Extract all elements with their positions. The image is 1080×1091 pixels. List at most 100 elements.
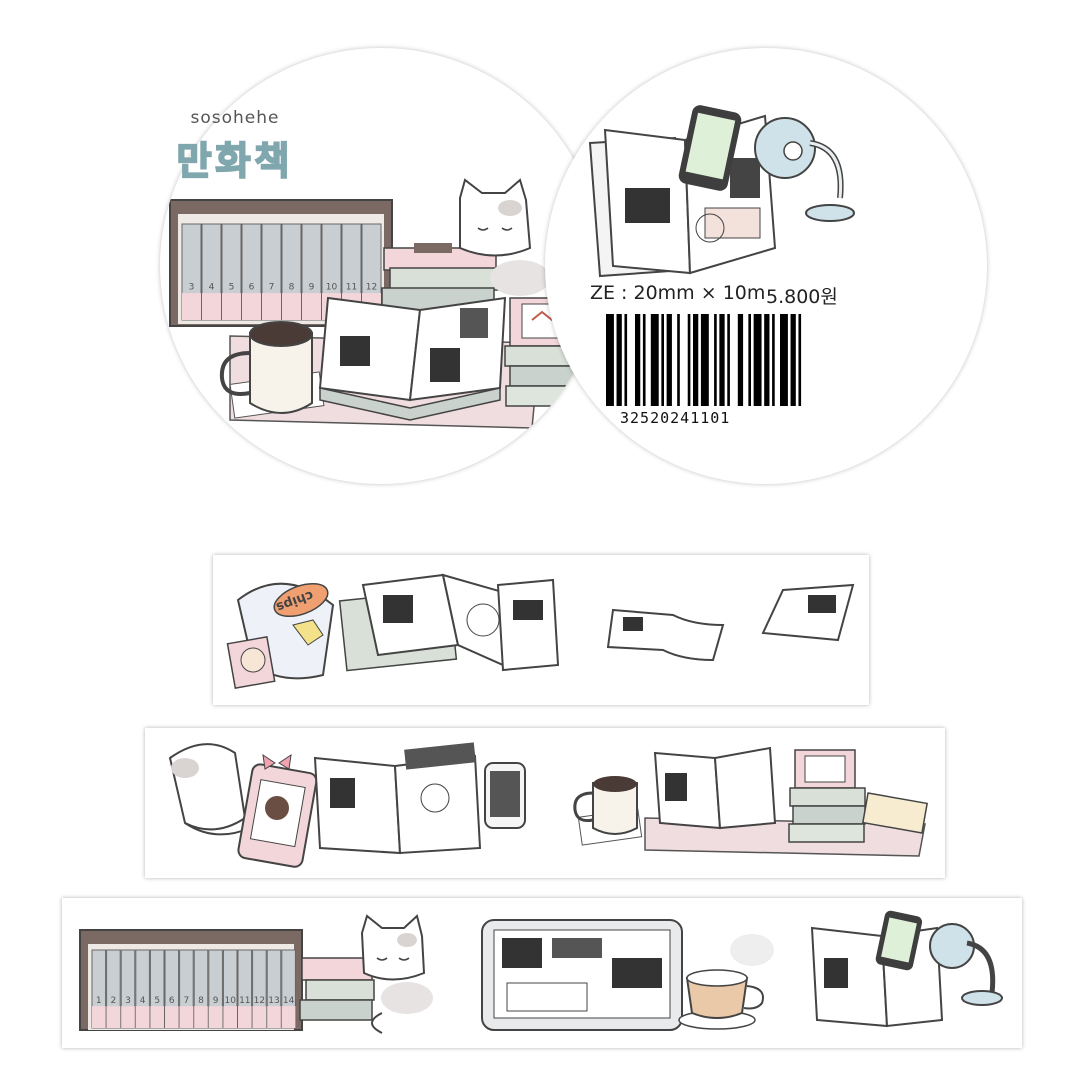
barcode-bar (693, 314, 699, 406)
shelf-book-band (182, 293, 201, 320)
barcode-number: 32520241101 (620, 409, 731, 427)
barcode-bar (642, 314, 646, 406)
open-comic-book-icon (810, 926, 944, 1028)
shelf-book-band (92, 1006, 106, 1028)
barcode-bar (798, 314, 802, 406)
shelf-book-band (150, 1006, 164, 1028)
shelf-book-number: 10 (326, 282, 338, 292)
barcode-bar (790, 314, 796, 406)
tablet-icon (481, 919, 683, 1031)
barcode-bar (780, 314, 788, 406)
shelf-book-number: 1 (96, 996, 102, 1006)
desk-lamp-icon (929, 923, 1003, 1006)
coffee-mug-icon (573, 776, 643, 846)
open-comic-book-icon (653, 746, 777, 830)
barcode-bar (687, 314, 691, 406)
product-title: 만화책 (176, 138, 294, 184)
desk-lamp-icon (754, 117, 855, 222)
barcode-bar (661, 314, 664, 406)
shelf-book-band (208, 1006, 223, 1028)
shelf-book-number: 7 (269, 282, 275, 292)
shelf-book-number: 4 (209, 282, 215, 292)
barcode-bar (748, 314, 751, 406)
barcode-bar (624, 314, 628, 406)
barcode-bar (700, 314, 709, 406)
tape-strip-2 (145, 728, 945, 878)
shelf-book-number: 5 (154, 996, 160, 1006)
shelf-book-band (281, 1006, 296, 1028)
shelf-book-number: 12 (366, 282, 377, 292)
shelf-book-band (238, 1006, 252, 1028)
barcode-bar (635, 314, 641, 406)
smartphone-icon (875, 910, 923, 971)
photo-frame-icon (237, 753, 318, 868)
cat-icon (360, 914, 433, 1034)
barcode-bar (737, 314, 744, 406)
shelf-book-number: 2 (111, 996, 117, 1006)
barcode-bar (719, 314, 725, 406)
shelf-book-number: 13 (268, 996, 279, 1006)
shelf-book-band (106, 1006, 121, 1028)
cat-icon (459, 178, 550, 296)
shelf-book-band (222, 293, 241, 320)
shelf-book-number: 3 (125, 996, 131, 1006)
shelf-book-number: 9 (213, 996, 219, 1006)
barcode-bar (764, 314, 770, 406)
barcode-bar (753, 314, 762, 406)
shelf-book-number: 3 (189, 282, 195, 292)
book-stack-icon (381, 243, 499, 311)
barcode-bar (714, 314, 717, 406)
barcode-bar (666, 314, 672, 406)
tape-size-text: ZE : 20mm × 10m (590, 282, 766, 304)
loose-pages-icon (606, 583, 855, 662)
open-comic-book-icon (318, 296, 507, 421)
shelf-book-number: 4 (140, 996, 146, 1006)
shelf-book-number: 11 (346, 282, 357, 292)
strip-1-illustration: chips (226, 573, 855, 689)
price-text: 5.800원 (766, 286, 838, 308)
brand-name: sosohehe (190, 108, 280, 128)
smartphone-icon (484, 762, 526, 829)
shelf-book-number: 9 (309, 282, 315, 292)
book-stack-icon (788, 749, 929, 843)
shelf-book-number: 5 (229, 282, 235, 292)
tea-cup-icon (678, 934, 774, 1030)
roll-left-illustration: 3 4 5 6 7 8 9 10 11 12 (169, 178, 589, 429)
tape-strip-1: chips (213, 555, 869, 705)
open-comic-book-icon (588, 114, 777, 278)
chips-bag-icon: chips (226, 582, 335, 689)
shelf-book-number: 11 (239, 996, 250, 1006)
shelf-book-number: 6 (169, 996, 175, 1006)
cat-icon (168, 743, 251, 836)
strip-2-illustration (168, 742, 929, 868)
shelf-book-number: 10 (224, 996, 236, 1006)
shelf-book-band (179, 1006, 194, 1028)
shelf-book-band (202, 293, 221, 320)
shelf-book-band (242, 293, 261, 320)
comic-books-icon (338, 573, 560, 672)
tape-roll-right (545, 48, 987, 484)
shelf-book-band (194, 1006, 208, 1028)
shelf-book-number: 8 (289, 282, 295, 292)
shelf-book-band (282, 293, 301, 320)
shelf-book-band (267, 1006, 281, 1028)
shelf-book-band (135, 1006, 150, 1028)
shelf-book-number: 6 (249, 282, 255, 292)
shelf-book-number: 14 (283, 996, 295, 1006)
book-stack-icon (299, 957, 375, 1021)
barcode-bar (606, 314, 614, 406)
shelf-book-band (262, 293, 281, 320)
coffee-mug-icon (219, 321, 325, 419)
barcode-bar (727, 314, 730, 406)
barcode-bar (772, 314, 775, 406)
shelf-book-number: 12 (254, 996, 265, 1006)
barcode-bar (616, 314, 622, 406)
tape-roll-left: 3 4 5 6 7 8 9 10 11 12 (160, 48, 602, 484)
shelf-book-band (121, 1006, 135, 1028)
shelf-book-band (252, 1006, 267, 1028)
roll-right-illustration (588, 105, 855, 278)
barcode-bar (677, 314, 680, 406)
shelf-book-band (302, 293, 321, 320)
